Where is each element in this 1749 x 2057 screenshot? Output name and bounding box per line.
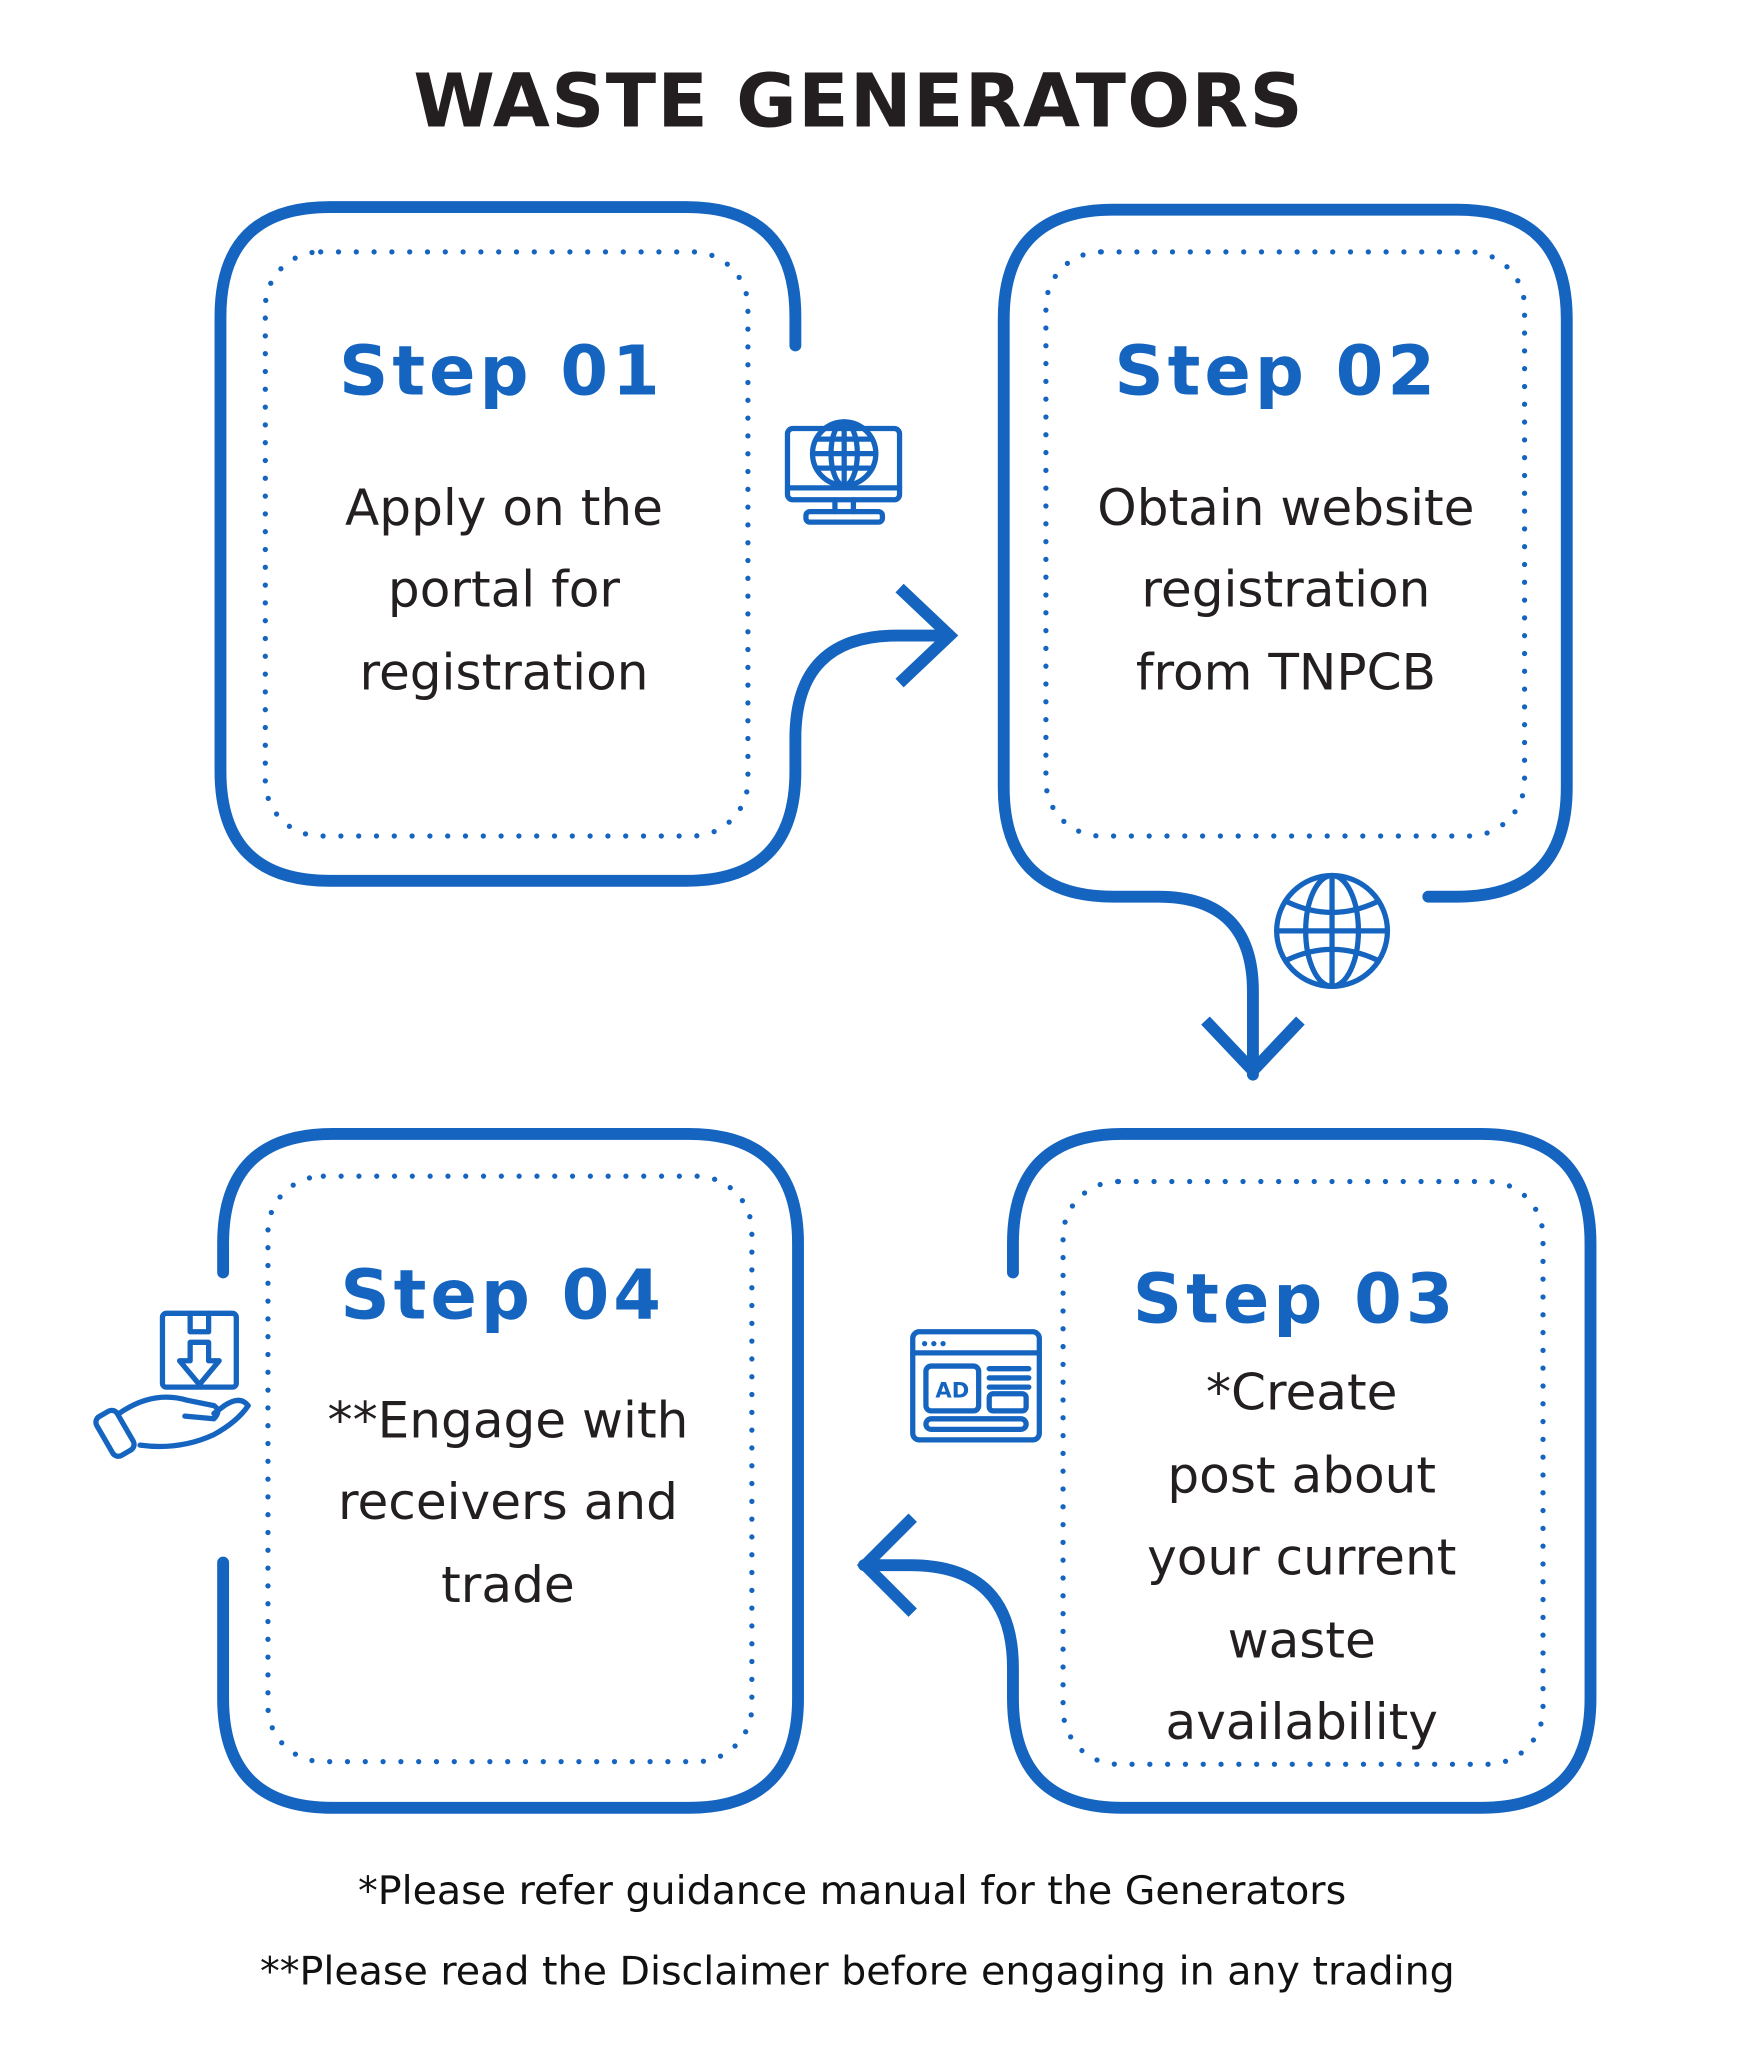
step-04-line: **Engage with [328,1390,689,1449]
page-title: WASTE GENERATORS [413,59,1304,145]
step-01-card: Step 01 Apply on the portal for registra… [214,201,802,887]
step-02-dotted-border [1043,249,1528,839]
ad-browser-icon: AD [910,1329,1042,1443]
step-04-line: trade [441,1555,575,1614]
step-03-frame [858,1128,1597,1814]
step-01-line: Apply on the [345,478,663,537]
step-03-label: Step 03 [1133,1260,1458,1340]
step-04-dotted-border [265,1173,755,1765]
step-03-card: Step 03 *Create post about your current … [856,1128,1597,1814]
step-01-frame [214,201,802,887]
step-03-line: availability [1166,1692,1438,1751]
step-01-line: portal for [388,560,621,619]
step-02-line: Obtain website [1097,478,1474,537]
step-01-dotted-border [262,249,751,839]
step-04-frame [217,1128,804,1814]
step-02-label: Step 02 [1114,331,1439,411]
step-02-frame [997,203,1573,1081]
step-02-line: from TNPCB [1136,643,1436,702]
step-01-line: registration [359,643,648,702]
svg-text:AD: AD [935,1378,969,1403]
step-03-line: post about [1167,1446,1436,1505]
step-03-line: *Create [1206,1363,1398,1422]
step-04-label: Step 04 [340,1256,665,1336]
step-04-card: Step 04 **Engage with receivers and trad… [217,1128,804,1814]
arrow-head-right [895,583,959,688]
step-03-line: waste [1228,1610,1376,1669]
step-03-line: your current [1147,1527,1456,1586]
footnote-guidance: *Please refer guidance manual for the Ge… [358,1868,1346,1914]
arrow-head-left [856,1513,917,1617]
step-01-label: Step 01 [339,331,664,411]
arrow-step1-to-step2 [789,629,953,739]
step-04-line: receivers and [338,1472,678,1531]
step-02-line: registration [1141,560,1430,619]
step-03-dotted-border [1060,1178,1546,1767]
hand-package-icon [93,1310,251,1459]
step-02-card: Step 02 Obtain website registration from… [997,203,1573,1081]
computer-globe-icon [784,419,903,525]
globe-icon [1274,872,1391,989]
footnote-disclaimer: **Please read the Disclaimer before enga… [260,1948,1455,1994]
arrow-head-down [1201,1016,1305,1080]
